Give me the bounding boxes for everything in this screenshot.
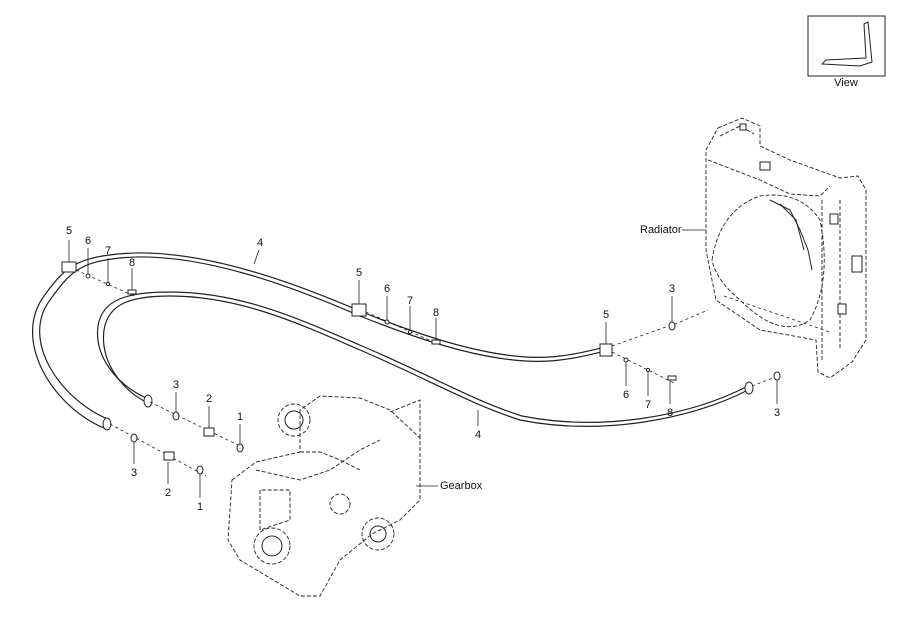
callout-6: 6 <box>384 283 390 295</box>
clamp-left <box>61 240 77 273</box>
callout-2: 2 <box>206 393 212 405</box>
upper-hose <box>39 256 611 421</box>
view-inset: View <box>807 15 886 89</box>
callout-8: 8 <box>129 257 135 269</box>
hose-end <box>102 417 112 431</box>
callout-3: 3 <box>774 407 780 419</box>
callout-4: 4 <box>257 237 263 249</box>
callout-1: 1 <box>237 411 243 423</box>
callout-3: 3 <box>669 283 675 295</box>
callout-6: 6 <box>623 389 629 401</box>
upper-hose-inner <box>32 252 611 429</box>
callout-7: 7 <box>105 245 111 257</box>
callout-1: 1 <box>197 501 203 513</box>
callout-5: 5 <box>356 267 362 279</box>
callout-3: 3 <box>131 467 137 479</box>
clamp-middle <box>351 280 367 317</box>
gearbox-label: Gearbox <box>440 480 483 492</box>
gearbox-assembly: Gearbox <box>227 395 483 597</box>
radiator-label: Radiator <box>640 224 682 236</box>
lower-hose-inner <box>96 291 749 423</box>
hose-end <box>744 381 754 395</box>
callout-3: 3 <box>173 379 179 391</box>
callout-5: 5 <box>603 309 609 321</box>
callout-8: 8 <box>667 407 673 419</box>
callout-4: 4 <box>475 429 481 441</box>
radiator-assembly: Radiator <box>640 117 867 379</box>
fork-icon <box>820 21 873 67</box>
callout-5: 5 <box>66 225 72 237</box>
lower-hose <box>102 295 749 427</box>
clamp-right <box>599 322 613 357</box>
callout-2: 2 <box>165 487 171 499</box>
callout-7: 7 <box>407 295 413 307</box>
hose-end <box>143 394 153 408</box>
callout-6: 6 <box>85 235 91 247</box>
callout-7: 7 <box>645 399 651 411</box>
callout-8: 8 <box>433 307 439 319</box>
view-label: View <box>834 77 858 89</box>
